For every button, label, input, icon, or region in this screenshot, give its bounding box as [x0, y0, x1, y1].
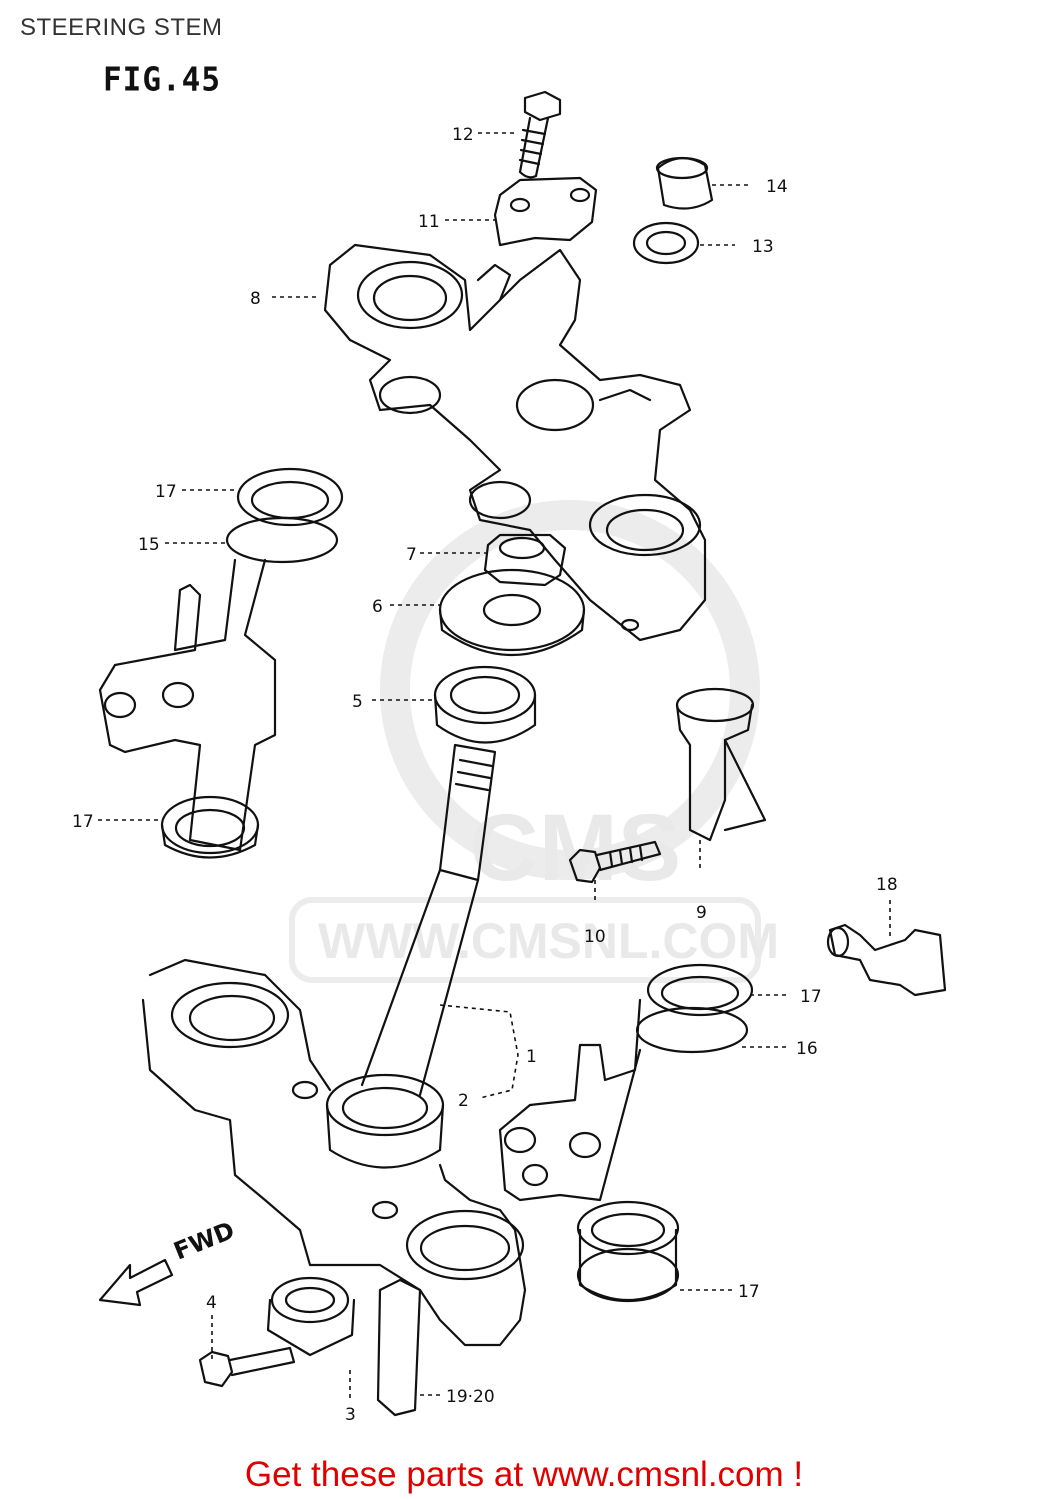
cap-14	[655, 156, 714, 210]
washer-13	[632, 221, 700, 265]
footer-promo[interactable]: Get these parts at www.cmsnl.com !	[244, 1455, 804, 1494]
callout-13: 13	[752, 237, 774, 257]
bracket-15-left	[98, 467, 344, 859]
holder-clamp-11	[493, 176, 598, 247]
bolt-4	[198, 1346, 296, 1388]
bolt-12	[518, 90, 562, 179]
callout-18: 18	[876, 875, 898, 895]
bearing-5	[433, 665, 537, 744]
callout-4: 4	[206, 1293, 217, 1313]
callout-2: 2	[458, 1091, 469, 1111]
callout-16: 16	[796, 1039, 818, 1059]
callout-17-upper-left: 17	[155, 482, 177, 502]
watermark-cms: CMS	[470, 795, 681, 901]
callout-7: 7	[406, 545, 417, 565]
callout-12: 12	[452, 125, 474, 145]
watermark-logo: CMS WWW.CMSNL.COM	[289, 500, 779, 983]
callout-1: 1	[526, 1047, 537, 1067]
steering-stem-1	[325, 743, 497, 1169]
bracket-3	[266, 1276, 422, 1417]
callout-3: 3	[345, 1405, 356, 1425]
lower-bracket	[141, 958, 527, 1347]
guide-9	[675, 687, 767, 842]
bushing-17-lower-right	[576, 1200, 680, 1303]
watermark-url: WWW.CMSNL.COM	[318, 913, 779, 969]
callout-5: 5	[352, 692, 363, 712]
bracket-16-right	[498, 963, 754, 1202]
cover-6	[438, 568, 586, 656]
nut-7	[483, 533, 567, 587]
callout-9: 9	[696, 903, 707, 923]
callout-11: 11	[418, 212, 440, 232]
figure-number: FIG.45	[103, 61, 221, 99]
callout-10: 10	[584, 927, 606, 947]
fwd-arrow-icon	[98, 1258, 174, 1307]
callout-19-20: 19·20	[446, 1387, 495, 1407]
callout-15: 15	[138, 535, 160, 555]
callout-6: 6	[372, 597, 383, 617]
callout-17-left: 17	[72, 812, 94, 832]
callout-14: 14	[766, 177, 788, 197]
bolt-10	[568, 840, 662, 884]
part-18	[826, 923, 947, 997]
callout-17-lower-right: 17	[738, 1282, 760, 1302]
callout-17-right: 17	[800, 987, 822, 1007]
leader-lines	[98, 132, 891, 1400]
page-title: STEERING STEM	[20, 14, 223, 41]
fwd-label: FWD	[170, 1216, 239, 1265]
callout-8: 8	[250, 289, 261, 309]
upper-bracket-8	[323, 243, 707, 642]
